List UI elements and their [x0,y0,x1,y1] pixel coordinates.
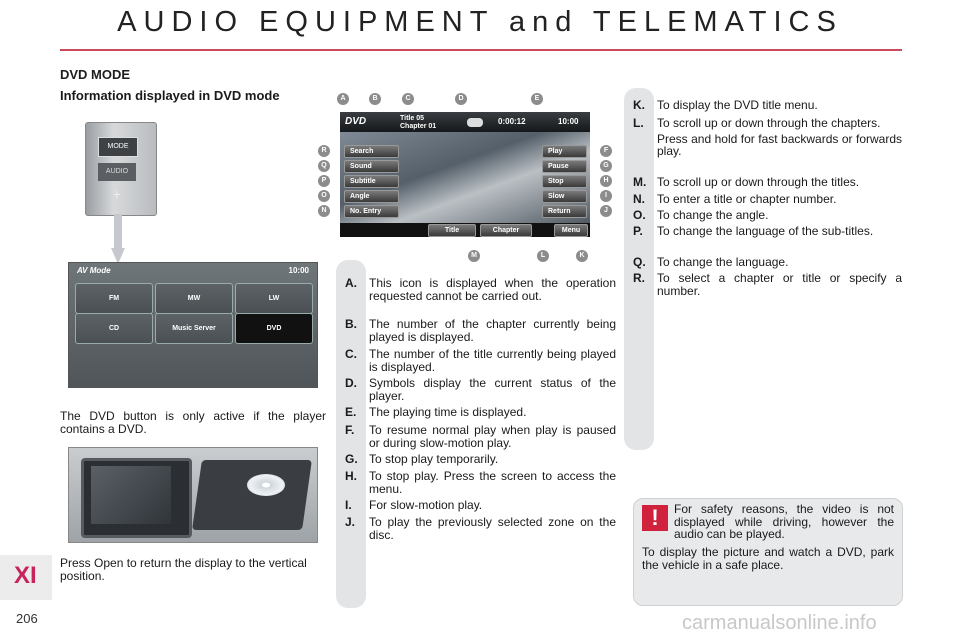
down-arrow-icon [111,214,125,264]
status-play-icon [467,118,483,127]
dvd-screen: DVD Title 05 Chapter 01 0:00:12 10:00 Se… [340,112,590,237]
angle-button[interactable]: Angle [344,190,399,203]
list-item: C.The number of the title currently bein… [345,347,616,374]
fm-button[interactable]: FM [75,283,153,314]
callout-o: O [318,190,330,202]
chapter-tab: XI [0,555,52,600]
av-mode-title: AV Mode [77,266,111,275]
callout-f: F [600,145,612,157]
dvd-logo: DVD [345,116,367,127]
plus-button[interactable]: + [112,186,122,202]
callout-n: N [318,205,330,217]
list-item: I.For slow-motion play. [345,498,483,512]
dvd-button-note: The DVD button is only active if the pla… [60,409,326,436]
disc-icon [247,474,285,496]
stop-button[interactable]: Stop [542,175,587,188]
slow-button[interactable]: Slow [542,190,587,203]
watermark: carmanualsonline.info [682,612,877,634]
sound-button[interactable]: Sound [344,160,399,173]
header-rule [60,49,902,51]
av-mode-time: 10:00 [288,266,309,275]
audio-button[interactable]: AUDIO [98,163,136,181]
open-note: Press Open to return the display to the … [60,556,307,583]
search-button[interactable]: Search [344,145,399,158]
subtitle-button[interactable]: Subtitle [344,175,399,188]
page-header-title: AUDIO EQUIPMENT and TELEMATICS [117,6,843,38]
callout-c: C [402,93,414,105]
list-item: P.To change the language of the sub-titl… [633,224,874,238]
section-subheading: Information displayed in DVD mode [60,88,280,103]
clock: 10:00 [558,117,579,126]
pause-button[interactable]: Pause [542,160,587,173]
callout-m: M [468,250,480,262]
callout-i: I [600,190,612,202]
list-item: Q.To change the language. [633,255,789,269]
music-server-button[interactable]: Music Server [155,313,233,344]
number-entry-button[interactable]: No. Entry [344,205,399,218]
warning-icon: ! [642,505,668,531]
section-heading: DVD MODE [60,67,131,82]
chapter-nav-button[interactable]: Chapter [480,224,532,237]
mode-button[interactable]: MODE [98,137,138,157]
callout-d: D [455,93,467,105]
chapter-indicator: Chapter 01 [400,123,437,130]
callout-q: Q [318,160,330,172]
list-item: H.To stop play. Press the screen to acce… [345,469,616,496]
list-item: G.To stop play temporarily. [345,452,499,466]
dvd-button[interactable]: DVD [235,313,313,344]
list-item: A.This icon is displayed when the operat… [345,276,616,303]
list-item: M.To scroll up or down through the title… [633,175,860,189]
list-item: J.To play the previously selected zone o… [345,515,616,542]
lw-button[interactable]: LW [235,283,313,314]
list-item: F.To resume normal play when play is pau… [345,423,616,450]
warning-box: ! For safety reasons, the video is not d… [633,498,903,606]
list-item: E.The playing time is displayed. [345,405,527,419]
list-item: O.To change the angle. [633,208,769,222]
mode-panel-image: MODE AUDIO + [85,122,157,216]
cd-button[interactable]: CD [75,313,153,344]
list-item: L.To scroll up or down through the chapt… [633,116,902,158]
play-button[interactable]: Play [542,145,587,158]
callout-j: J [600,205,612,217]
warning-text-1: For safety reasons, the video is not dis… [674,502,894,541]
callout-b: B [369,93,381,105]
callout-h: H [600,175,612,187]
warning-text-2: To display the picture and watch a DVD, … [642,545,894,572]
list-item: D.Symbols display the current status of … [345,376,616,403]
callout-e: E [531,93,543,105]
right-column-band [624,88,654,450]
list-item: R.To select a chapter or title or specif… [633,271,902,298]
list-item: N.To enter a title or chapter number. [633,192,837,206]
title-indicator: Title 05 [400,115,424,122]
callout-g: G [600,160,612,172]
mw-button[interactable]: MW [155,283,233,314]
chapter-tab-label: XI [14,562,37,589]
elapsed-time: 0:00:12 [498,117,526,126]
callout-l: L [537,250,549,262]
list-item: B.The number of the chapter currently be… [345,317,616,344]
menu-button[interactable]: Menu [554,224,588,237]
title-nav-button[interactable]: Title [428,224,476,237]
middle-column-band [336,260,366,608]
callout-a: A [337,93,349,105]
return-button[interactable]: Return [542,205,587,218]
player-open-image [68,447,318,543]
av-mode-screen: AV Mode 10:00 FM MW LW CD Music Server D… [68,262,318,388]
callout-p: P [318,175,330,187]
list-item: K.To display the DVD title menu. [633,98,818,112]
callout-k: K [576,250,588,262]
page-number: 206 [16,611,38,626]
callout-r: R [318,145,330,157]
